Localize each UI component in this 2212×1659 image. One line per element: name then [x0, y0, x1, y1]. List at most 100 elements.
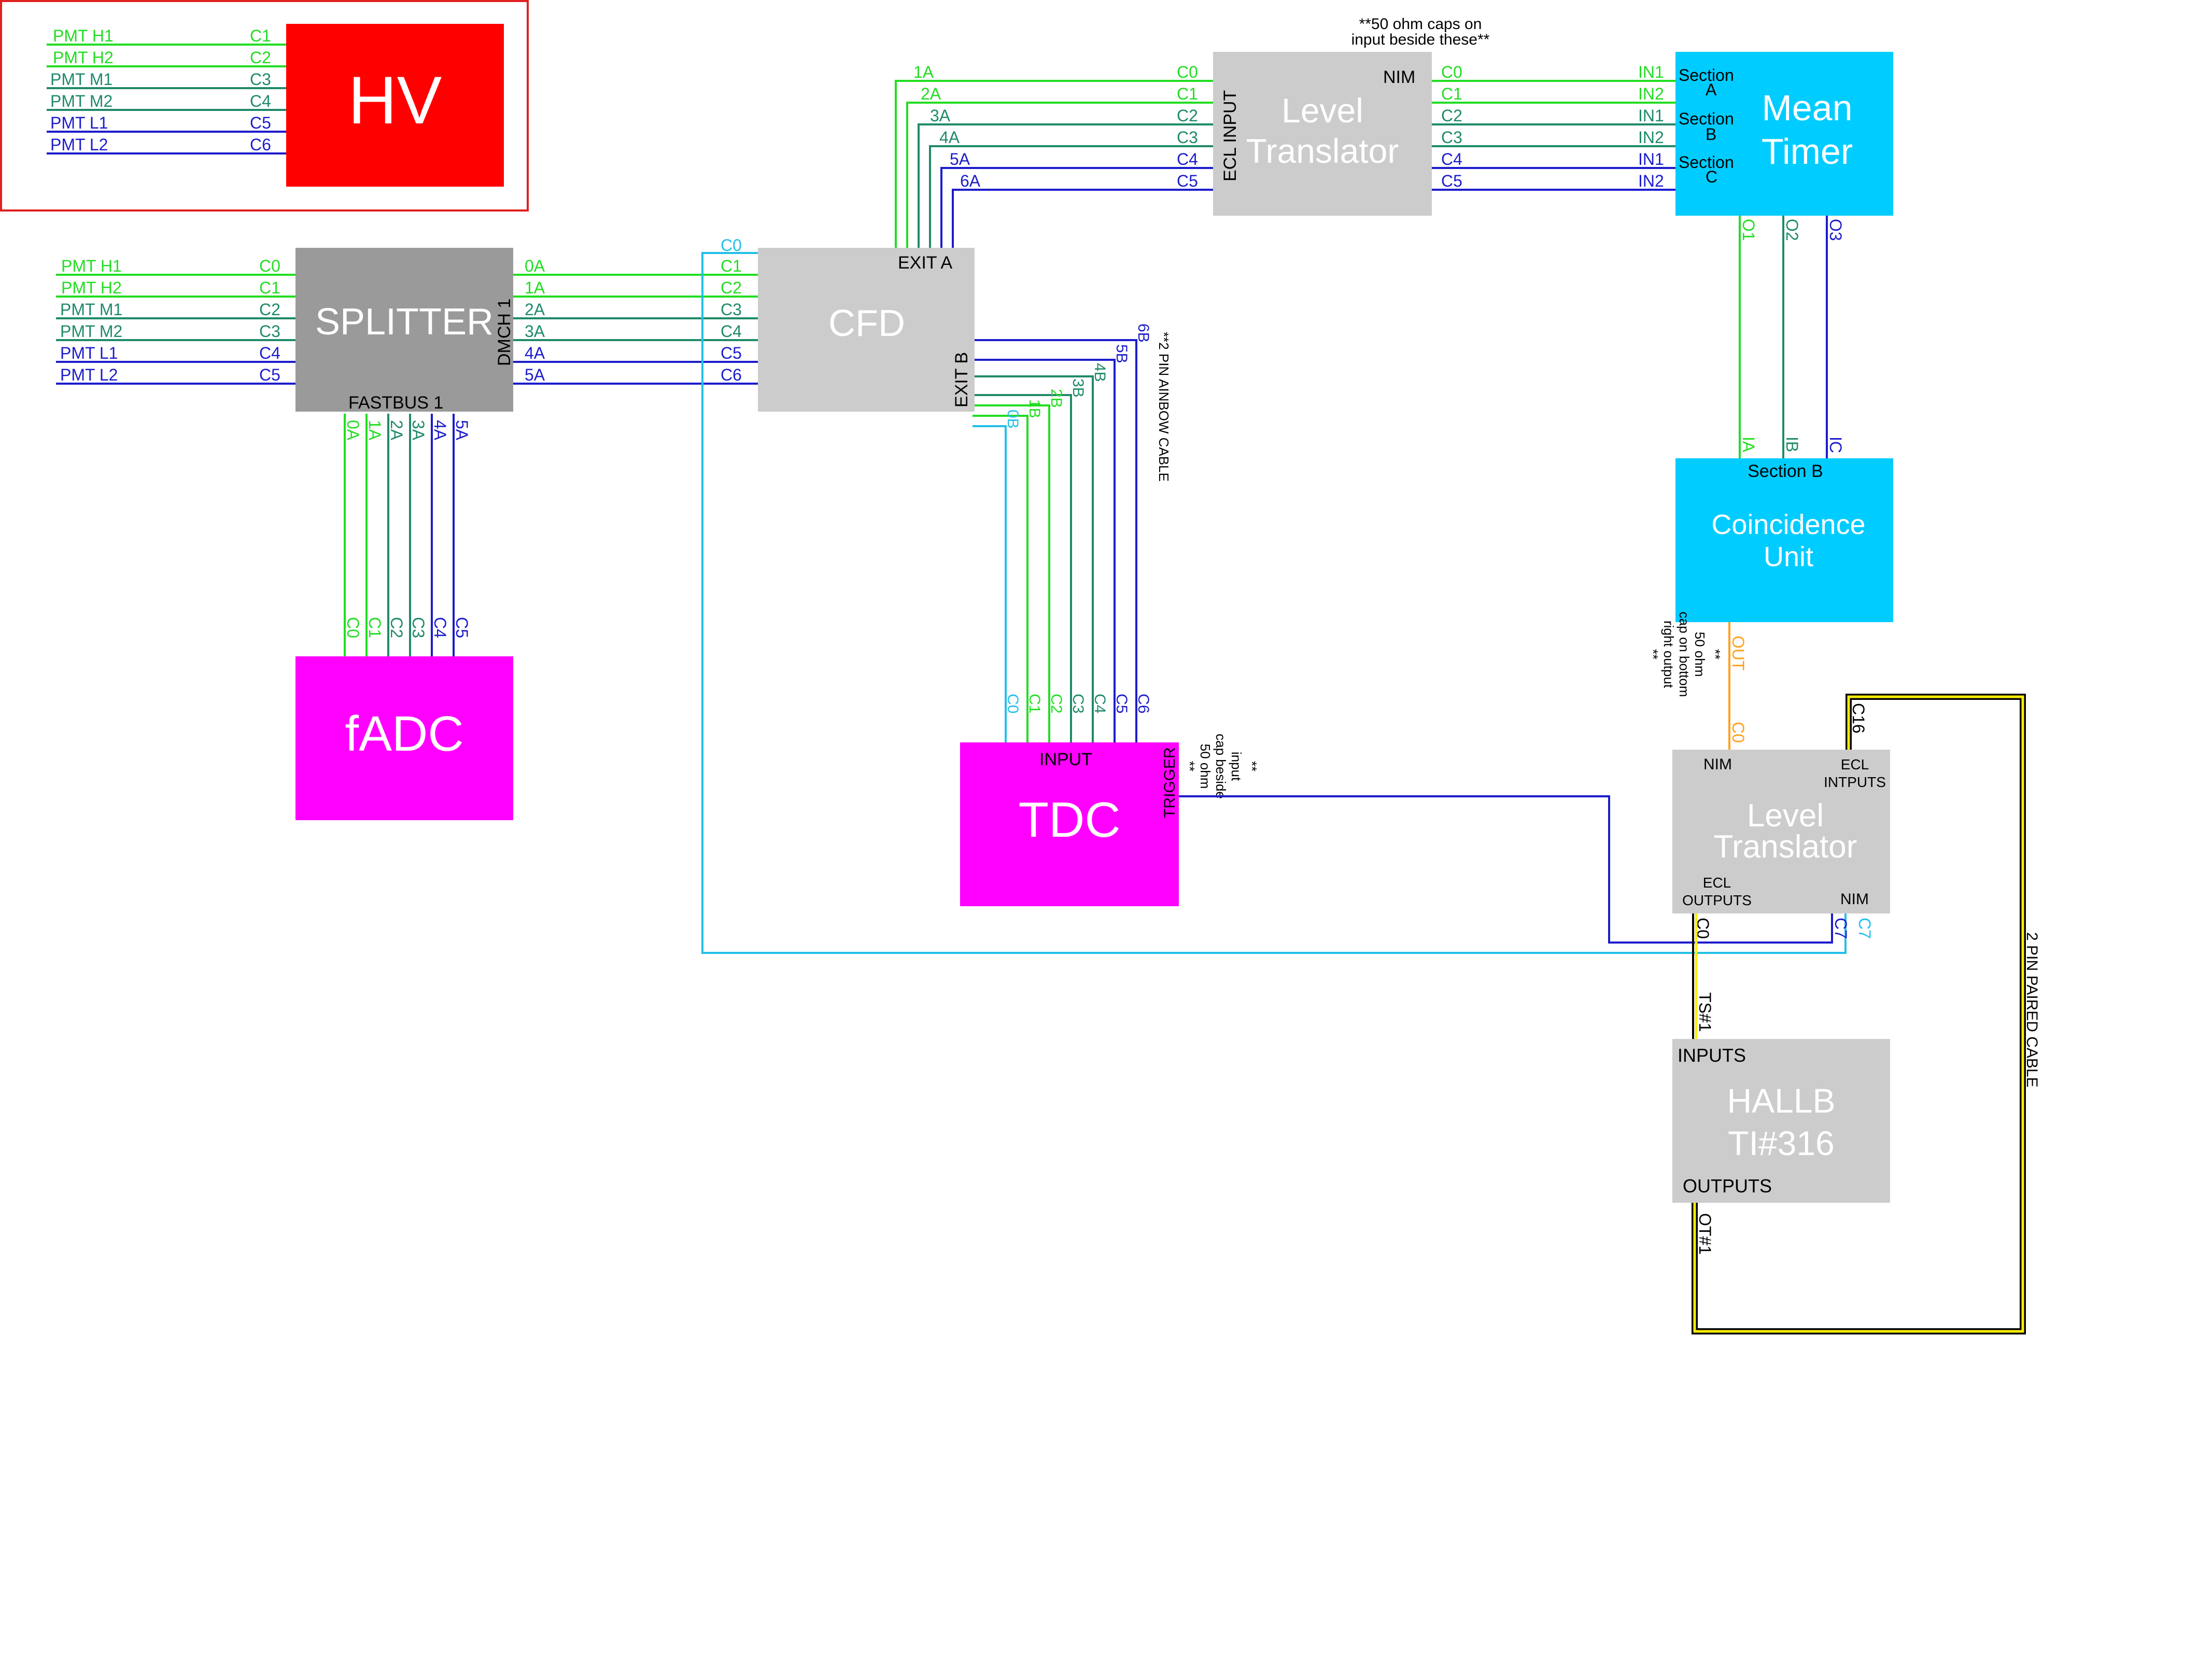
lt1-out-labels: C0 C1 C2 C3 C4 C5 IN1 IN2 IN1 IN2 IN1 IN… — [1441, 63, 1664, 190]
lt2-in-c16: C16 — [1849, 703, 1868, 734]
tdc-in-c0: C0 — [1004, 694, 1021, 713]
hv-label-2: PMT H2 — [53, 48, 114, 67]
mt-out-o3: O3 — [1826, 219, 1845, 241]
coinc-in-ib: IB — [1783, 437, 1801, 452]
exit-a-2a: 2A — [921, 85, 941, 103]
fadc-in-c5: C5 — [453, 617, 471, 638]
coincidence-box[interactable] — [1675, 458, 1893, 622]
splitter-dmch-label: DMCH 1 — [495, 299, 514, 366]
splitter-in-label-5: PMT L1 — [60, 344, 118, 362]
tdc-in-c4: C4 — [1091, 694, 1108, 713]
mt-out-labels: O1 O2 O3 IA IB IC — [1739, 219, 1845, 453]
fadc-in-c4: C4 — [431, 617, 449, 638]
cfd-in-c4: C4 — [721, 322, 742, 341]
lt2-title-line2: Translator — [1714, 829, 1857, 865]
hallb-outputs-label: OUTPUTS — [1683, 1175, 1772, 1197]
level-translator-1-box[interactable] — [1213, 52, 1432, 216]
hv-ch-5: C5 — [250, 114, 271, 132]
tdc-note-line-1: ** — [1182, 761, 1197, 771]
splitter-box[interactable] — [295, 248, 513, 412]
cfd-title: CFD — [828, 303, 905, 344]
lt2-nim-top: NIM — [1703, 756, 1732, 773]
cfd-in-c2: C2 — [721, 278, 742, 297]
exit-b-4b: 4B — [1091, 363, 1108, 382]
fadc-in-c3: C3 — [409, 617, 428, 638]
mt-section-a: Section — [1679, 66, 1734, 85]
hv-input-labels: PMT H1 PMT H2 PMT M1 PMT M2 PMT L1 PMT L… — [50, 26, 271, 154]
hv-ch-6: C6 — [250, 135, 271, 154]
tdc-trigger-line — [1179, 795, 1833, 944]
level-translator-2-box[interactable] — [1672, 750, 1890, 913]
lt1-to-mt-lines — [1432, 80, 1675, 191]
splitter-out-5a: 5A — [525, 365, 545, 384]
exit-b-5b: 5B — [1113, 344, 1130, 363]
tdc-in-c1: C1 — [1026, 694, 1043, 713]
cfd-in-c5: C5 — [721, 344, 742, 362]
mt-section-b: Section — [1679, 109, 1734, 128]
coinc-in-ia: IA — [1739, 437, 1758, 453]
mt-section-b-letter: B — [1706, 125, 1716, 144]
lt2-ecl-outputs: ECL OUTPUTS — [1682, 875, 1752, 908]
lt1-out-c5: C5 — [1441, 172, 1462, 190]
paired-cable-loop-yellow — [1693, 695, 2024, 1333]
hv-ch-4: C4 — [250, 92, 271, 110]
splitter-down-1a: 1A — [365, 420, 384, 441]
fadc-in-c1: C1 — [365, 617, 384, 638]
mt-out-o1: O1 — [1739, 219, 1758, 241]
lt2-ecl-outputs-line2: OUTPUTS — [1682, 892, 1752, 908]
splitter-down-labels: 0A 1A 2A 3A 4A 5A C0 C1 C2 C3 C4 C5 — [344, 420, 471, 638]
splitter-out-2a: 2A — [525, 300, 545, 319]
tdc-in-c2: C2 — [1048, 694, 1065, 713]
splitter-in-ch-4: C3 — [259, 322, 280, 341]
hallb-inputs-label: INPUTS — [1678, 1045, 1746, 1066]
mean-timer-box[interactable] — [1675, 52, 1893, 216]
mt-title-line1: Mean — [1762, 88, 1852, 128]
exit-a-5a: 5A — [950, 150, 970, 168]
lt1-in-c1: C1 — [1177, 85, 1198, 103]
exit-a-4a: 4A — [939, 128, 960, 147]
exit-a-1a: 1A — [913, 63, 934, 81]
hv-label-3: PMT M1 — [50, 70, 112, 89]
lt1-title-line2: Translator — [1246, 132, 1399, 170]
splitter-in-ch-3: C2 — [259, 300, 280, 319]
coinc-note-line-4: right output — [1661, 621, 1676, 688]
coinc-title-line1: Coincidence — [1711, 509, 1865, 540]
exit-b-1b: 1B — [1026, 399, 1043, 418]
fadc-box[interactable] — [295, 656, 513, 820]
splitter-down-0a: 0A — [344, 420, 362, 441]
coinc-note-line-3: cap on bottom — [1676, 612, 1692, 697]
hv-box[interactable] — [286, 24, 504, 187]
hv-ch-1: C1 — [250, 26, 271, 45]
exit-b-labels: 0B 1B 2B 3B 4B 5B 6B C0 C1 C2 C3 C4 C5 C… — [1004, 324, 1152, 713]
mt-to-coinc-lines — [1739, 216, 1828, 460]
mt-in-3: IN1 — [1638, 106, 1664, 125]
hv-label-5: PMT L1 — [50, 114, 108, 132]
tdc-title: TDC — [1018, 792, 1120, 848]
splitter-out-0a: 0A — [525, 257, 545, 275]
tdc-note-line-3: cap beside — [1213, 734, 1229, 799]
tdc-note-line-5: ** — [1244, 761, 1260, 771]
coinc-title-line2: Unit — [1764, 541, 1813, 572]
splitter-in-label-2: PMT H2 — [61, 278, 122, 297]
splitter-in-ch-2: C1 — [259, 278, 280, 297]
splitter-out-1a: 1A — [525, 278, 545, 297]
tdc-box[interactable] — [960, 742, 1179, 906]
hallb-box[interactable] — [1672, 1039, 1890, 1203]
exit-b-lines — [973, 339, 1137, 742]
mt-title-line2: Timer — [1762, 131, 1853, 172]
lt2-ecl-inputs-line2: INTPUTS — [1824, 774, 1886, 790]
splitter-down-5a: 5A — [453, 420, 471, 441]
splitter-in-label-6: PMT L2 — [60, 365, 118, 384]
cfd-in-c1: C1 — [721, 257, 742, 275]
splitter-out-4a: 4A — [525, 344, 545, 362]
lt2-ecl-outputs-line1: ECL — [1703, 875, 1731, 891]
exit-a-labels: 1A 2A 3A 4A 5A 6A C0 C1 C2 C3 C4 C5 — [913, 63, 1198, 190]
lt2-ecl-inputs: ECL INTPUTS — [1824, 756, 1886, 790]
mt-section-c: Section — [1679, 153, 1734, 172]
cfd-in-c3: C3 — [721, 300, 742, 319]
hv-label-6: PMT L2 — [50, 135, 108, 154]
lt1-in-c2: C2 — [1177, 106, 1198, 125]
exit-b-6b: 6B — [1135, 324, 1152, 343]
mt-section-a-letter: A — [1706, 80, 1717, 99]
cfd-box[interactable] — [758, 248, 975, 412]
